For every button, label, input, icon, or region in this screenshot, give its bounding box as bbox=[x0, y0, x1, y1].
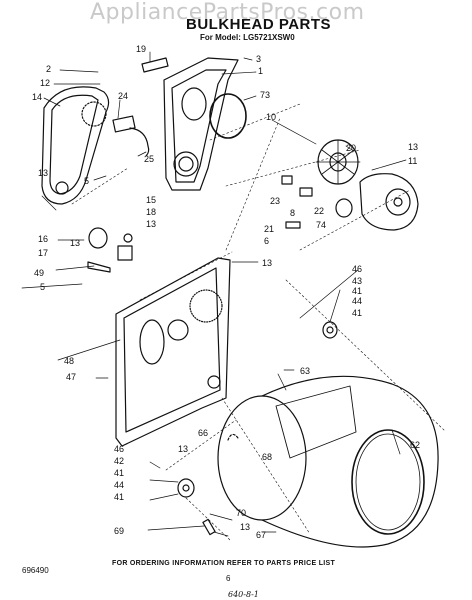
part-fittings bbox=[281, 175, 353, 229]
part-blower-housing bbox=[359, 173, 419, 231]
watermark: AppliancePartsPros.com bbox=[90, 0, 365, 25]
part-drum-roller bbox=[177, 478, 216, 536]
callout-25: 25 bbox=[144, 154, 155, 164]
part-plate bbox=[141, 57, 169, 73]
callout-70: 70 bbox=[236, 508, 247, 518]
callout-69: 69 bbox=[114, 526, 125, 536]
callout-13: 13 bbox=[38, 168, 49, 178]
callout-47: 47 bbox=[66, 372, 77, 382]
callout-10: 10 bbox=[266, 112, 277, 122]
callout-41: 41 bbox=[352, 286, 363, 296]
doc-number: 696490 bbox=[22, 566, 49, 575]
callout-13-g: 13 bbox=[240, 522, 251, 532]
callout-16: 16 bbox=[38, 234, 49, 244]
part-drum-seal bbox=[351, 429, 425, 535]
callout-13-e: 13 bbox=[262, 258, 273, 268]
handwritten-note: 640-8-1 bbox=[228, 590, 259, 599]
callout-13-c: 13 bbox=[146, 219, 157, 229]
callout-21: 21 bbox=[264, 224, 275, 234]
callout-44-b: 44 bbox=[114, 480, 125, 490]
callout-13-b: 13 bbox=[408, 142, 419, 152]
callout-14: 14 bbox=[32, 92, 43, 102]
callout-24: 24 bbox=[118, 91, 129, 101]
callout-41-c: 41 bbox=[114, 468, 125, 478]
model-line: For Model: LG5721XSW0 bbox=[200, 33, 295, 42]
callout-49: 49 bbox=[34, 268, 45, 278]
callout-15: 15 bbox=[146, 195, 157, 205]
callout-68: 68 bbox=[262, 452, 273, 462]
part-duct-housing bbox=[41, 86, 110, 205]
callout-41-b: 41 bbox=[352, 308, 363, 318]
assembly-lines bbox=[71, 103, 445, 541]
callout-5-b: 5 bbox=[40, 282, 46, 292]
callout-5: 5 bbox=[84, 176, 90, 186]
callout-46-b: 46 bbox=[114, 444, 125, 454]
callout-1: 1 bbox=[258, 66, 264, 76]
callout-66: 66 bbox=[198, 428, 209, 438]
callout-44: 44 bbox=[352, 296, 363, 306]
callout-67: 67 bbox=[256, 530, 267, 540]
callout-62: 62 bbox=[410, 440, 421, 450]
callout-2: 2 bbox=[46, 64, 52, 74]
diagram-title: BULKHEAD PARTS bbox=[186, 16, 332, 33]
callout-18: 18 bbox=[146, 207, 157, 217]
footer-note: FOR ORDERING INFORMATION REFER TO PARTS … bbox=[112, 560, 336, 567]
callout-3: 3 bbox=[256, 54, 262, 64]
callout-42: 42 bbox=[114, 456, 125, 466]
callout-74: 74 bbox=[316, 220, 327, 230]
callout-8: 8 bbox=[290, 208, 296, 218]
leader-lines bbox=[21, 51, 407, 537]
page-number: 6 bbox=[226, 574, 231, 583]
callout-17: 17 bbox=[38, 248, 49, 258]
callout-13-f: 13 bbox=[178, 444, 189, 454]
callout-20: 20 bbox=[346, 143, 357, 153]
part-main-bulkhead bbox=[115, 257, 231, 447]
callout-12: 12 bbox=[40, 78, 51, 88]
callout-13-d: 13 bbox=[70, 238, 81, 248]
callout-23: 23 bbox=[270, 196, 281, 206]
callout-41-d: 41 bbox=[114, 492, 125, 502]
part-blower-wheel bbox=[315, 139, 361, 185]
callout-48: 48 bbox=[64, 356, 75, 366]
callout-46: 46 bbox=[352, 264, 363, 274]
callout-19: 19 bbox=[136, 44, 147, 54]
part-seal-ring bbox=[209, 93, 247, 139]
callout-22: 22 bbox=[314, 206, 325, 216]
callout-43: 43 bbox=[352, 276, 363, 286]
part-upper-roller bbox=[322, 321, 338, 339]
callout-6: 6 bbox=[264, 236, 270, 246]
part-thermostat bbox=[112, 115, 150, 157]
callout-73: 73 bbox=[260, 90, 271, 100]
callout-11: 11 bbox=[408, 156, 418, 166]
part-upper-bulkhead bbox=[163, 57, 239, 191]
part-drum bbox=[217, 375, 439, 548]
part-sensor-cluster bbox=[87, 227, 133, 273]
callout-63: 63 bbox=[300, 366, 311, 376]
